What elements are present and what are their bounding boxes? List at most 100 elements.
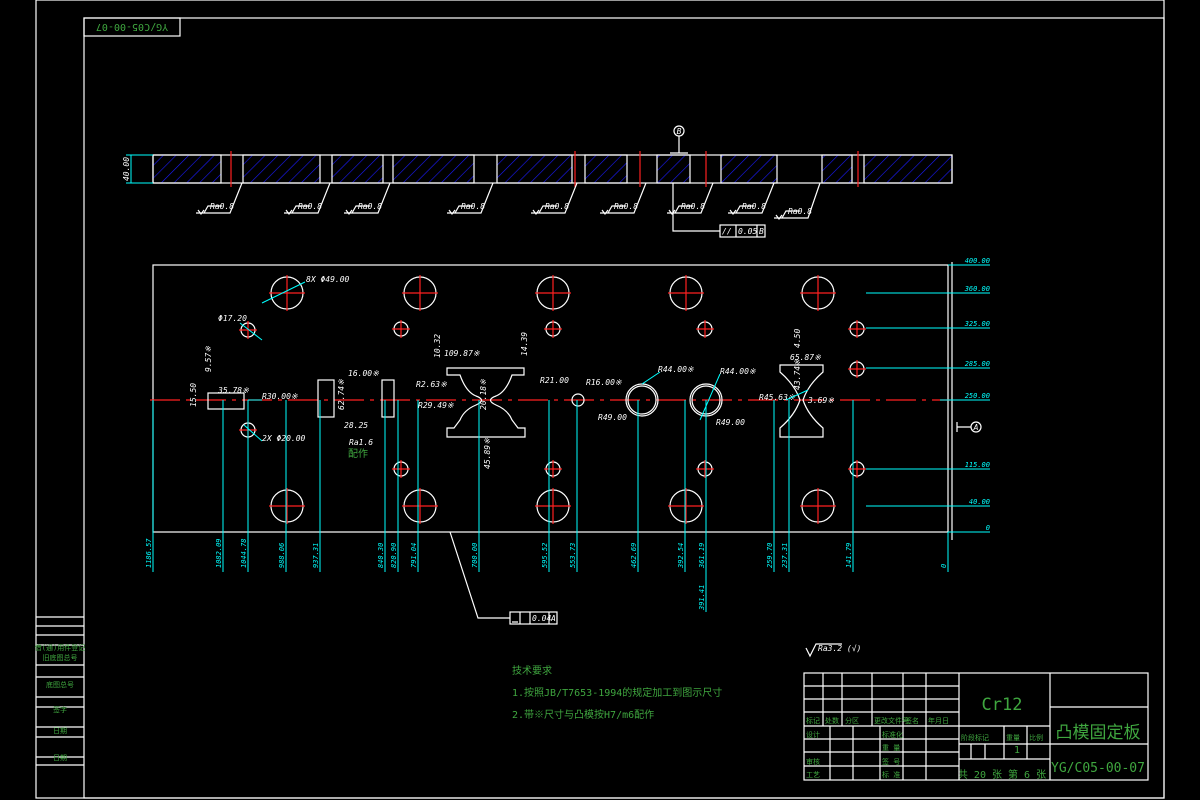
bottom-dim-label: 1186.57 <box>145 538 153 568</box>
slot-small <box>207 392 245 410</box>
tech-req-item: 2.带※尺寸与凸模按H7/m6配作 <box>512 708 654 721</box>
right-dim-label: 0 <box>986 524 990 532</box>
header-label: 分区 <box>845 716 859 725</box>
datum-a-leader <box>956 422 971 432</box>
thickness-dim: 40.00 <box>122 157 131 181</box>
right-dim-label: 285.00 <box>965 360 990 368</box>
bottom-dim-label: 595.52 <box>541 543 549 568</box>
hatch-region <box>656 154 691 184</box>
stamp-text: YG/C05-00-07 <box>96 21 168 32</box>
hole-centerline <box>800 488 836 524</box>
tech-req-title: 技术要求 <box>512 664 552 677</box>
dimension-annotation: 20.18※ <box>479 379 488 410</box>
strip-label: 借(通)用件登记 <box>35 643 85 652</box>
roughness-leader <box>344 182 391 215</box>
right-dim-label: 115.00 <box>965 461 990 469</box>
hole-centerline <box>800 275 836 311</box>
dimension-annotation: Φ17.20 <box>218 314 247 323</box>
parallel-datum: B <box>759 227 764 236</box>
inner-frame <box>83 17 1165 799</box>
hole-centerline <box>402 275 438 311</box>
bottom-dim-label: 259.70 <box>766 543 774 568</box>
stage-label: 阶段标记 <box>961 733 989 742</box>
hole-centerline <box>696 320 714 338</box>
dimension-annotation: 16.00※ <box>348 369 379 378</box>
title-block: Cr12 凸模固定板 YG/C05-00-07 1 共 20 张 第 6 张 标… <box>803 672 1149 781</box>
bottom-dim-label: 392.54 <box>677 543 685 569</box>
bottom-dim-label: 988.06 <box>278 543 286 568</box>
bottom-dim-label: 361.19 <box>698 543 706 569</box>
frame-div <box>512 612 550 624</box>
roughness-leader <box>774 182 821 220</box>
dimension-annotation: R49.00 <box>716 418 745 427</box>
dimension-annotation: 8X Φ49.00 <box>306 275 350 284</box>
leader-line <box>785 389 809 401</box>
part-name: 凸模固定板 <box>1056 723 1141 743</box>
dimension-annotation: 28.25 <box>344 421 368 430</box>
bottom-dim-label: 0 <box>940 564 948 568</box>
hatch-region <box>584 154 628 184</box>
bottom-dim-label: 553.73 <box>569 543 577 568</box>
pin-hole <box>571 393 585 407</box>
roughness-label: Ra0.8 <box>358 202 382 211</box>
bottom-dim-label: 840.30 <box>377 543 385 568</box>
bottom-dim-label: 462.69 <box>630 543 638 568</box>
round-cavity-inner <box>627 385 657 415</box>
grid-line <box>959 706 1148 759</box>
dimension-annotation: 43.74※ <box>793 359 802 390</box>
roughness-label: Ra0.8 <box>298 202 322 211</box>
dimension-annotation: R45.63※ <box>759 393 795 402</box>
mid-label: 重 量 <box>882 744 900 752</box>
datum-a-label: A <box>973 423 979 432</box>
hole-centerline <box>668 488 704 524</box>
hatch-region <box>720 154 778 184</box>
strip-label: 旧底图总号 <box>43 653 78 662</box>
dimension-annotation: R30.00※ <box>262 392 298 401</box>
stage-label: 比例 <box>1029 733 1043 742</box>
roughness-label: Ra0.8 <box>461 202 485 211</box>
parallel-value: 0.05 <box>738 227 757 236</box>
dimension-annotation: 配作 <box>348 448 368 460</box>
technical-requirements: 技术要求 1.按照JB/T7653-1994的规定加工到图示尺寸 2.带※尺寸与… <box>512 664 722 721</box>
datum-b-label: B <box>677 127 682 136</box>
bottom-dim-label: 791.04 <box>410 543 418 568</box>
scale-value: 1 <box>1014 745 1020 756</box>
header-label: 处数 <box>825 716 839 725</box>
hatch-region <box>496 154 573 184</box>
bottom-dim-label: 1044.78 <box>240 538 248 568</box>
leader-line <box>699 373 721 421</box>
hole-centerline <box>535 275 571 311</box>
dimension-annotation: 4.50 <box>793 329 802 348</box>
hatch-region <box>821 154 853 184</box>
slot-rect <box>317 379 335 418</box>
dimension-annotation: R44.00※ <box>658 365 694 374</box>
roughness-label: Ra0.8 <box>681 202 705 211</box>
roughness-label: Ra0.8 <box>788 207 812 216</box>
hole-centerline <box>402 488 438 524</box>
hatch-region <box>242 154 321 184</box>
dimension-annotation: R49.00 <box>598 413 627 422</box>
dimension-annotation: R16.00※ <box>586 378 622 387</box>
roughness-label: Ra0.8 <box>210 202 234 211</box>
datum-a-circle <box>970 421 982 433</box>
dimension-annotation: R21.00 <box>540 376 569 385</box>
roughness-leader <box>667 182 714 215</box>
slot-narrow <box>381 379 395 418</box>
dimension-annotation: R29.49※ <box>418 401 454 410</box>
bottom-dim-label: 141.79 <box>845 543 853 568</box>
drawing-number: YG/C05-00-07 <box>1051 761 1145 776</box>
dimension-annotation: Ra1.6 <box>349 438 373 447</box>
frame-div <box>735 225 758 237</box>
dimension-annotation: 9.57※ <box>204 346 213 372</box>
hole-centerline <box>696 460 714 478</box>
hole-centerline <box>269 488 305 524</box>
dimension-annotation: 35.78※ <box>217 386 249 395</box>
roughness-leader <box>447 182 494 215</box>
dimension-annotation: 2X Φ20.00 <box>262 434 306 443</box>
hole-centerline <box>269 275 305 311</box>
dimension-annotation: 45.89※ <box>483 438 492 469</box>
row-label: 审核 <box>806 757 820 766</box>
